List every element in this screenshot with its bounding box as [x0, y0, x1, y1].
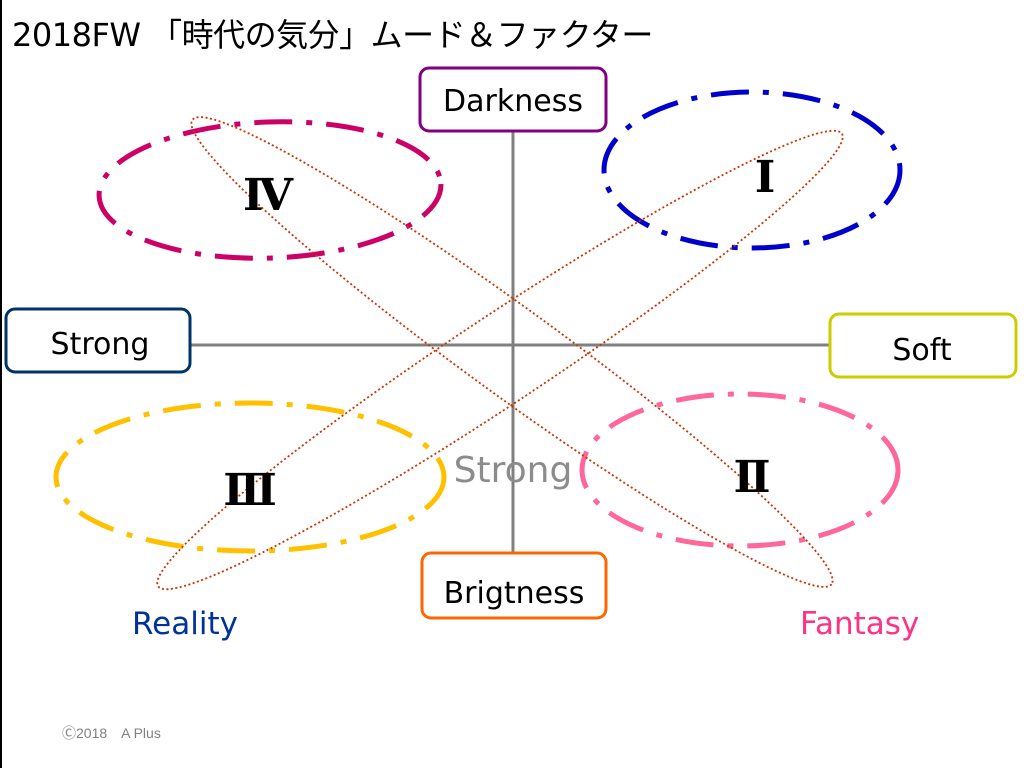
center-strong-label: Strong [454, 450, 573, 491]
strong-left-box: Strong [4, 307, 192, 374]
darkness-label: Darkness [443, 84, 583, 119]
soft-box: Soft [828, 312, 1018, 379]
brigtness-label: Brigtness [444, 576, 585, 611]
left-border [0, 0, 2, 768]
diagonal-ellipse-iv-ii [190, 116, 834, 588]
quadrant-ii-numeral: Ⅱ [733, 452, 770, 503]
quadrant-iii-ellipse [53, 400, 447, 554]
quadrant-iv-numeral: Ⅳ [243, 170, 294, 221]
darkness-box: Darkness [418, 66, 608, 133]
copyright: Ⓒ2018 A Plus [62, 725, 161, 741]
reality-label: Reality [132, 606, 238, 642]
page-title: 2018FW 「時代の気分」ムード＆ファクター [12, 16, 653, 54]
brigtness-box: Brigtness [420, 551, 608, 620]
quadrant-i-ellipse [601, 89, 903, 251]
quadrant-iv-ellipse [96, 119, 444, 261]
quadrant-ii-ellipse [579, 391, 901, 549]
strong-label: Strong [51, 327, 150, 362]
quadrant-i-numeral: Ⅰ [755, 152, 776, 203]
fantasy-label: Fantasy [800, 606, 919, 642]
soft-label: Soft [892, 333, 951, 368]
quadrant-iii-numeral: Ⅲ [223, 465, 277, 516]
diagonal-ellipse-iii-i [156, 129, 844, 591]
